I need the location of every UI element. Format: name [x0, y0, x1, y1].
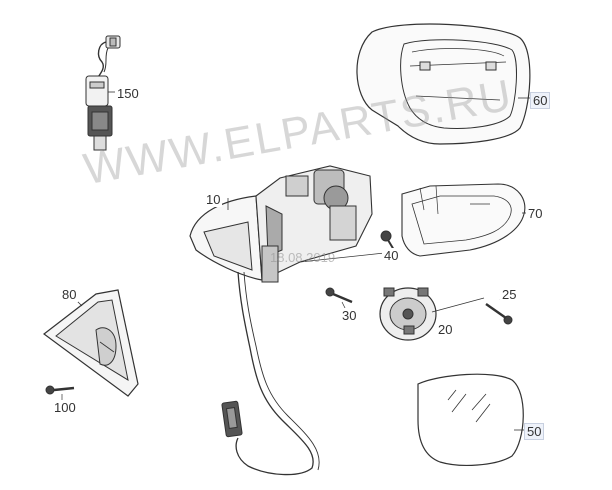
screw-25-drawing[interactable]: [485, 295, 513, 325]
adjusting-motor-drawing[interactable]: [379, 287, 485, 341]
frame-drawing[interactable]: [401, 183, 528, 257]
wiring-plug-drawing[interactable]: [85, 35, 121, 151]
callout-part-70[interactable]: 70: [526, 206, 545, 221]
callout-part-80[interactable]: 80: [60, 287, 79, 302]
screw-100-drawing[interactable]: [45, 385, 75, 400]
cable-harness-drawing: [221, 271, 320, 476]
callout-part-150[interactable]: 150: [115, 86, 141, 101]
mirror-housing-cover-drawing[interactable]: [356, 23, 531, 145]
screw-30-drawing[interactable]: [325, 287, 353, 311]
callout-part-50[interactable]: 50: [524, 423, 545, 440]
callout-part-10[interactable]: 10: [204, 192, 223, 207]
turn-signal-housing-drawing[interactable]: [43, 289, 139, 397]
callout-part-30[interactable]: 30: [340, 308, 359, 323]
callout-part-40[interactable]: 40: [382, 248, 401, 263]
mirror-glass-drawing[interactable]: [417, 373, 526, 466]
mirror-base-drawing[interactable]: [189, 165, 373, 283]
callout-part-20[interactable]: 20: [436, 322, 455, 337]
callout-part-25[interactable]: 25: [500, 287, 519, 302]
callout-part-100[interactable]: 100: [52, 400, 78, 415]
callout-part-60[interactable]: 60: [530, 92, 551, 109]
